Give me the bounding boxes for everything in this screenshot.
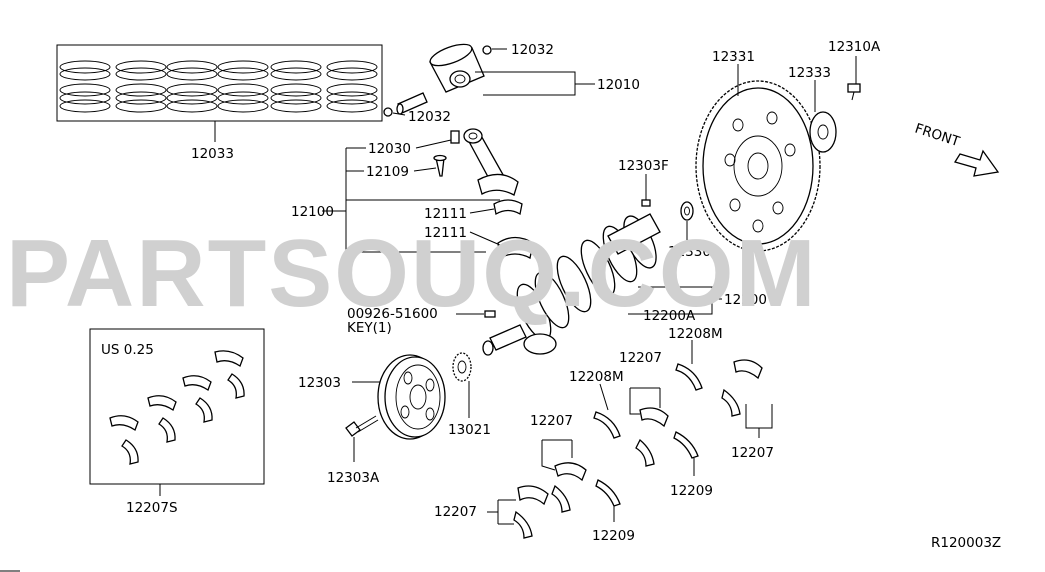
flywheel[interactable]	[695, 80, 821, 252]
label-thrust-bearing-a[interactable]: 12208M	[569, 369, 624, 385]
label-flywheel[interactable]: 12331	[712, 49, 755, 65]
label-piston-ring-set[interactable]: 12033	[191, 146, 234, 162]
thrust-washer-b[interactable]	[673, 431, 699, 459]
label-thrust-washer-a[interactable]: 12209	[592, 528, 635, 544]
crank-sprocket[interactable]	[452, 352, 472, 382]
label-main-bearing-a[interactable]: 12207	[530, 413, 573, 429]
piston-ring-pair-1[interactable]	[59, 60, 111, 113]
piston-ring-set-box	[56, 44, 383, 122]
thrust-bearing-a[interactable]	[593, 411, 621, 439]
diagram-code: R120003Z	[931, 535, 1001, 551]
piston-ring-pair-2[interactable]	[115, 60, 167, 113]
piston[interactable]	[428, 40, 485, 93]
piston-pin-clip-top[interactable]	[482, 45, 492, 55]
flywheel-bolt[interactable]	[847, 83, 861, 101]
label-thrust-bearing-b[interactable]: 12208M	[668, 326, 723, 342]
piston-ring-pair-5[interactable]	[270, 60, 322, 113]
main-bearing-a[interactable]	[551, 462, 587, 513]
pilot-bushing[interactable]	[680, 201, 694, 221]
con-rod-cap[interactable]	[497, 236, 534, 260]
label-main-bearing-b[interactable]: 12207	[434, 504, 477, 520]
pulley-bolt[interactable]	[345, 415, 379, 437]
label-flywheel-plate[interactable]: 12333	[788, 65, 831, 81]
undersize-bearing-box: US 0.25	[89, 328, 265, 485]
main-bearing-b[interactable]	[513, 485, 549, 539]
crankshaft[interactable]	[482, 212, 663, 356]
connecting-rod[interactable]	[463, 128, 519, 196]
label-main-bearing-d[interactable]: 12207	[731, 445, 774, 461]
label-con-rod-bolt[interactable]: 12030	[368, 141, 411, 157]
front-label: FRONT	[913, 121, 963, 151]
label-main-bearing-set-us[interactable]: 12207S	[126, 500, 178, 516]
label-key-part-no[interactable]: 00926-51600	[347, 306, 438, 322]
thrust-washer-a[interactable]	[595, 479, 621, 507]
label-pulley-bolt[interactable]: 12303A	[327, 470, 380, 486]
label-con-rod-bearing-lower[interactable]: 12111	[424, 225, 467, 241]
label-flywheel-bolt[interactable]: 12310A	[828, 39, 881, 55]
label-piston-assembly[interactable]: 12010	[597, 77, 640, 93]
con-rod-nut[interactable]	[433, 154, 447, 177]
main-bearing-d[interactable]	[721, 359, 763, 417]
label-con-rod-nut[interactable]: 12109	[366, 164, 409, 180]
flywheel-plate[interactable]	[809, 111, 837, 153]
main-bearing-c[interactable]	[635, 407, 669, 467]
crankshaft-key[interactable]	[484, 310, 496, 318]
label-crank-pulley[interactable]: 12303	[298, 375, 341, 391]
front-arrow-icon	[953, 149, 1000, 177]
label-piston-pin-clip-bottom[interactable]: 12032	[408, 109, 451, 125]
front-direction-indicator: FRONT	[913, 121, 1000, 177]
piston-ring-pair-4[interactable]	[217, 60, 269, 113]
label-main-bearing-c[interactable]: 12207	[619, 350, 662, 366]
label-thrust-washer-b[interactable]: 12209	[670, 483, 713, 499]
label-con-rod-assembly[interactable]: 12100	[291, 204, 334, 220]
undersize-label: US 0.25	[101, 342, 154, 358]
label-con-rod-bearing-upper[interactable]: 12111	[424, 206, 467, 222]
watermark: PARTSOUQ.COM	[6, 220, 818, 327]
con-rod-bearing-upper[interactable]	[493, 199, 523, 216]
piston-pin-clip-bottom[interactable]	[383, 107, 393, 117]
label-crankshaft[interactable]: 12200	[724, 292, 767, 308]
undersize-bearing-shell[interactable]	[109, 350, 245, 465]
crank-pulley[interactable]	[377, 354, 446, 440]
label-crankshaft-assembly[interactable]: 12200A	[643, 308, 696, 324]
label-key-desc: KEY(1)	[347, 320, 392, 336]
piston-ring-pair-6[interactable]	[326, 60, 378, 113]
piston-pin[interactable]	[396, 92, 428, 115]
label-sprocket[interactable]: 13021	[448, 422, 491, 438]
label-crankshaft-plug[interactable]: 12303F	[618, 158, 669, 174]
label-piston-pin-clip-top[interactable]: 12032	[511, 42, 554, 58]
piston-ring-pair-3[interactable]	[166, 60, 218, 113]
crankshaft-plug[interactable]	[641, 199, 651, 207]
con-rod-bolt[interactable]	[450, 130, 460, 144]
label-pilot-bushing[interactable]: 12330	[668, 244, 711, 260]
thrust-bearing-b[interactable]	[675, 363, 703, 391]
